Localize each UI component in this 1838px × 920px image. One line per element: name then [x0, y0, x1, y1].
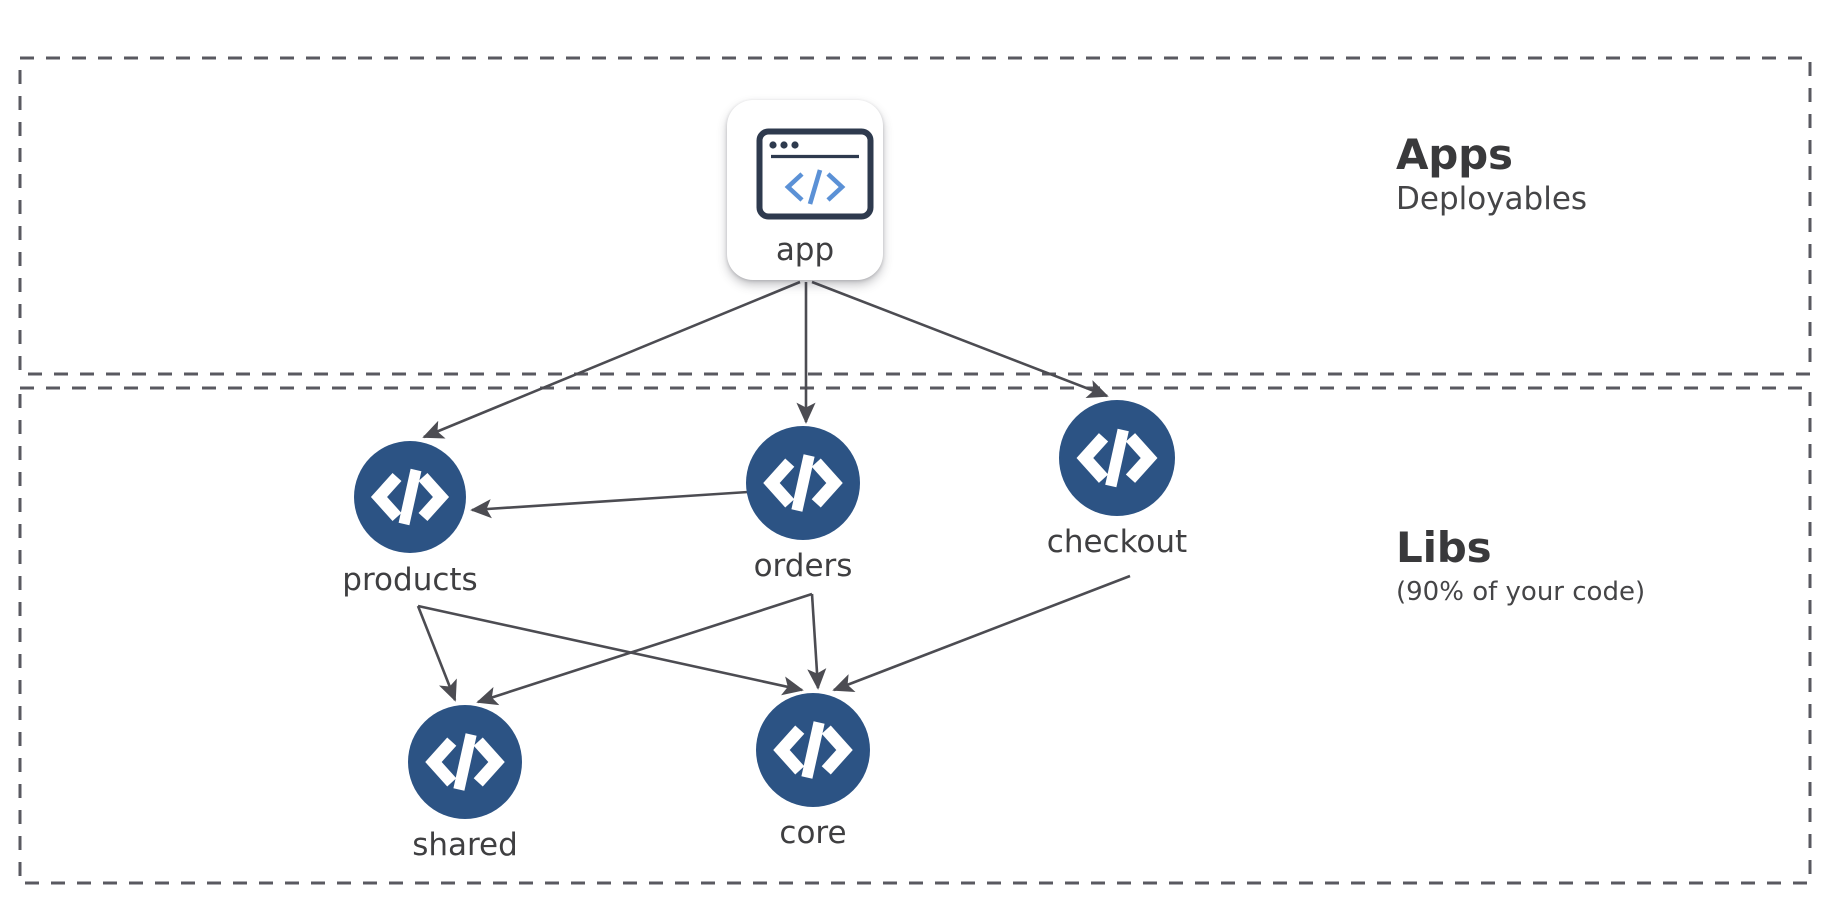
region-box-apps	[18, 56, 1812, 376]
edge-app-products	[422, 280, 801, 439]
lib-node-core[interactable]	[756, 693, 870, 807]
region-subtitle-libs: (90% of your code)	[1396, 577, 1646, 608]
edge-orders-shared	[476, 592, 813, 706]
lib-node-label-shared: shared	[412, 827, 518, 863]
code-icon	[370, 468, 450, 526]
app-node-app[interactable]: app	[727, 100, 883, 280]
lib-node-products[interactable]	[354, 441, 466, 553]
lib-node-label-products: products	[342, 562, 478, 598]
region-label-libs: Libs (90% of your code)	[1396, 523, 1646, 608]
code-icon	[763, 454, 843, 512]
lib-node-shared[interactable]	[408, 705, 522, 819]
lib-node-checkout[interactable]	[1059, 400, 1175, 516]
edge-checkout-core	[832, 574, 1131, 692]
region-title-apps: Apps	[1396, 130, 1513, 179]
lib-node-circles	[354, 400, 1175, 819]
edge-orders-core	[807, 593, 827, 690]
lib-node-label-checkout: checkout	[1046, 524, 1188, 560]
code-icon	[773, 721, 853, 779]
dependency-edges	[416, 280, 1131, 706]
edge-products-core	[417, 604, 804, 696]
lib-node-orders[interactable]	[746, 426, 860, 540]
app-node-label-app: app	[775, 232, 835, 268]
browser-code-icon	[756, 128, 874, 220]
region-boxes	[18, 56, 1812, 885]
edge-orders-products	[470, 490, 749, 519]
edge-products-shared	[416, 605, 457, 702]
code-icon	[1076, 428, 1158, 488]
lib-node-label-core: core	[779, 815, 847, 851]
region-box-libs	[18, 386, 1812, 885]
code-icon	[425, 733, 505, 791]
region-title-libs: Libs	[1396, 523, 1492, 572]
lib-node-label-orders: orders	[753, 548, 853, 584]
edge-app-checkout	[811, 280, 1109, 398]
region-subtitle-apps: Deployables	[1396, 181, 1588, 218]
